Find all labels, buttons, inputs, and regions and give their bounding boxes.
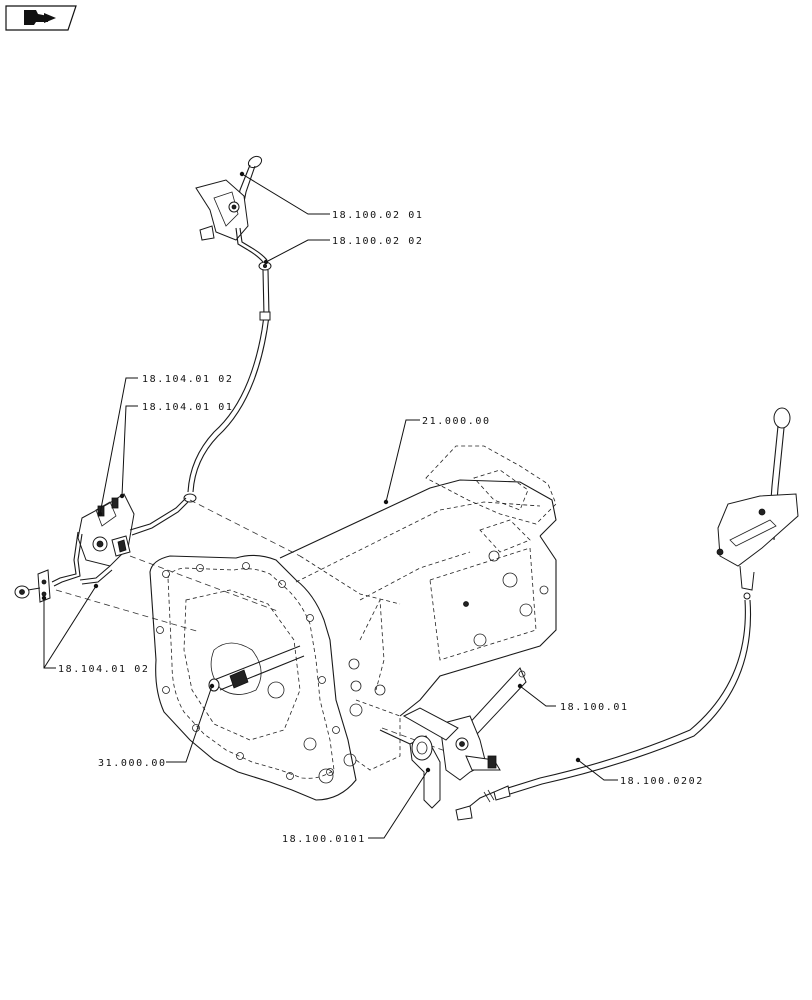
callout-18-100-0202: 18.100.0202 — [620, 776, 704, 787]
bell-housing-bolt-holes — [156, 562, 340, 780]
transmission-housing — [149, 445, 557, 801]
assembly-reference-lines — [55, 499, 471, 761]
valve-mounting-bracket — [14, 569, 51, 603]
callout-18-104-01-01: 18.104.01 01 — [142, 402, 233, 413]
input-shaft — [208, 645, 305, 692]
callout-18-100-01: 18.100.01 — [560, 702, 629, 713]
callout-18-104-01-02-lower: 18.104.01 02 — [58, 664, 149, 675]
callout-18-100-02-01: 18.100.02 01 — [332, 210, 423, 221]
callout-18-104-01-02-upper: 18.104.01 02 — [142, 374, 233, 385]
callout-21-000-00: 21.000.00 — [422, 416, 491, 427]
range-lever-assembly — [455, 407, 799, 821]
callout-18-100-0101: 18.100.0101 — [282, 834, 366, 845]
callout-18-100-02-02: 18.100.02 02 — [332, 236, 423, 247]
next-page-arrow-icon[interactable] — [5, 5, 77, 31]
callout-labels: 18.100.02 01 18.100.02 02 18.104.01 02 1… — [58, 210, 704, 845]
leader-lines — [41, 171, 618, 839]
shift-lever-linkage — [379, 667, 527, 809]
upper-gear-lever-assembly — [195, 155, 268, 263]
control-valve-assembly — [51, 493, 189, 587]
callout-31-000-00: 31.000.00 — [98, 758, 167, 769]
